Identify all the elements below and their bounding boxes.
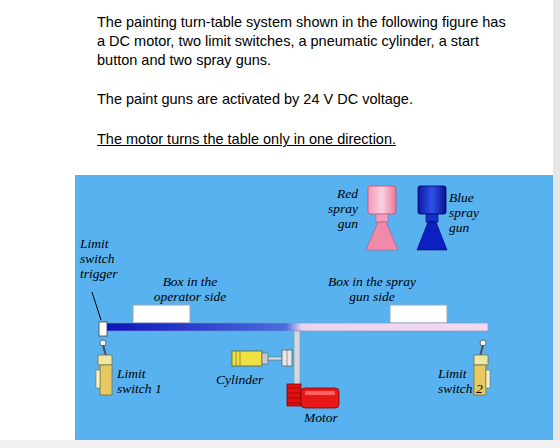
part-label: Red spray gun — [306, 186, 358, 231]
part-label: Box in the spray gun side — [320, 274, 424, 304]
part-label: Limit switch 2 — [438, 366, 492, 396]
part-label: Blue spray gun — [449, 190, 495, 235]
shaft — [294, 331, 300, 389]
limit-switch-trigger — [99, 322, 107, 336]
operator-box — [133, 305, 190, 323]
intro-text: The painting turn-table system shown in … — [97, 13, 507, 70]
blue-spray-gun — [417, 186, 447, 250]
spray-box — [390, 305, 447, 323]
limit-switch-1 — [96, 340, 112, 395]
direction-note: The motor turns the table only in one di… — [97, 130, 507, 149]
part-label: Limit switch 1 — [117, 366, 171, 396]
part-label: Cylinder — [216, 372, 286, 387]
part-label: Motor — [304, 410, 364, 425]
turn-table — [100, 323, 488, 331]
background-panel — [75, 175, 555, 440]
red-spray-gun — [366, 186, 398, 250]
voltage-note: The paint guns are activated by 24 V DC … — [97, 90, 507, 109]
pneumatic-cylinder — [232, 350, 292, 366]
part-label: Limit switch trigger — [80, 236, 126, 281]
part-label: Box in the operator side — [140, 274, 240, 304]
motor — [287, 384, 339, 408]
leader-line — [92, 292, 101, 320]
